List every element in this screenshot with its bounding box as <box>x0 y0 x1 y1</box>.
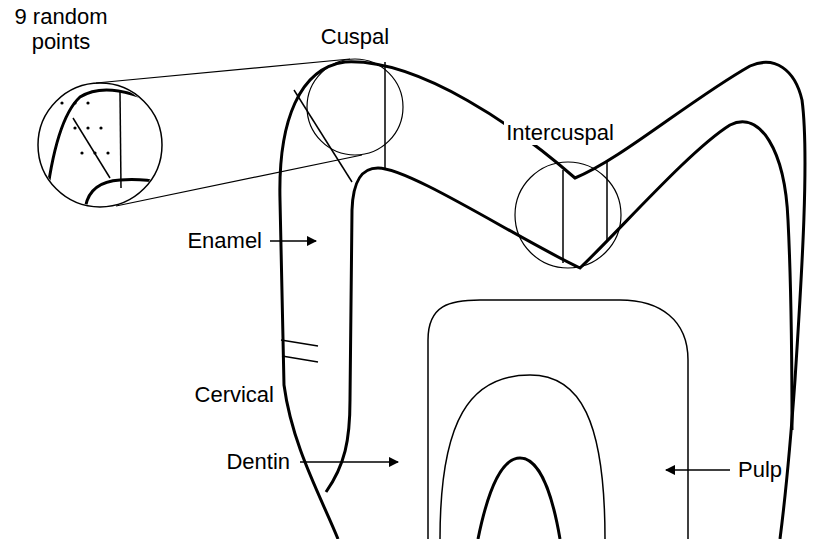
cuspal-circle <box>307 59 403 155</box>
zoom-detail <box>45 90 170 210</box>
sample-point <box>73 101 76 104</box>
pulp-outline <box>428 300 688 539</box>
tissue-label-text: Dentin <box>224 449 292 474</box>
zoom-connector <box>96 59 350 83</box>
sample-point <box>86 101 89 104</box>
region-label-text: Intercuspal <box>504 120 616 145</box>
sample-point <box>60 101 63 104</box>
sample-point <box>93 151 96 154</box>
intercuspal-section-line <box>562 170 564 263</box>
tissue-label-text: Pulp <box>736 457 784 482</box>
region-label-text: Cervical <box>193 382 276 407</box>
dentin-enamel-junction <box>326 122 792 492</box>
tissue-label: Dentin <box>224 449 292 474</box>
tissue-label-text: Enamel <box>185 228 264 253</box>
region-label: Cuspal <box>319 24 391 49</box>
zoom-connector <box>116 155 362 206</box>
cervical-section-line <box>282 356 318 362</box>
sample-point <box>99 126 102 129</box>
zoom-label: 9 random points <box>3 4 119 55</box>
intercuspal-circle <box>515 162 621 268</box>
enamel-arrow <box>270 240 316 242</box>
intercuspal-section-line <box>606 160 608 240</box>
cuspal-section-line <box>294 90 352 182</box>
root-canal <box>478 458 560 539</box>
region-label: Cervical <box>193 382 276 407</box>
region-label-text: Cuspal <box>319 24 391 49</box>
sample-point <box>106 151 109 154</box>
cervical-section-line <box>281 340 318 346</box>
pulp-inner-arch <box>440 375 605 539</box>
sample-point <box>73 126 76 129</box>
zoom-label-text: 9 random points <box>3 4 119 55</box>
region-label: Intercuspal <box>504 120 616 145</box>
sample-point <box>86 126 89 129</box>
tissue-label: Pulp <box>736 457 784 482</box>
tissue-label: Enamel <box>185 228 264 253</box>
pulp-arrow <box>666 469 730 471</box>
sample-point <box>80 151 83 154</box>
cuspal-section-line <box>384 62 386 169</box>
enamel-surface <box>280 62 805 539</box>
dentin-arrow <box>300 461 398 463</box>
